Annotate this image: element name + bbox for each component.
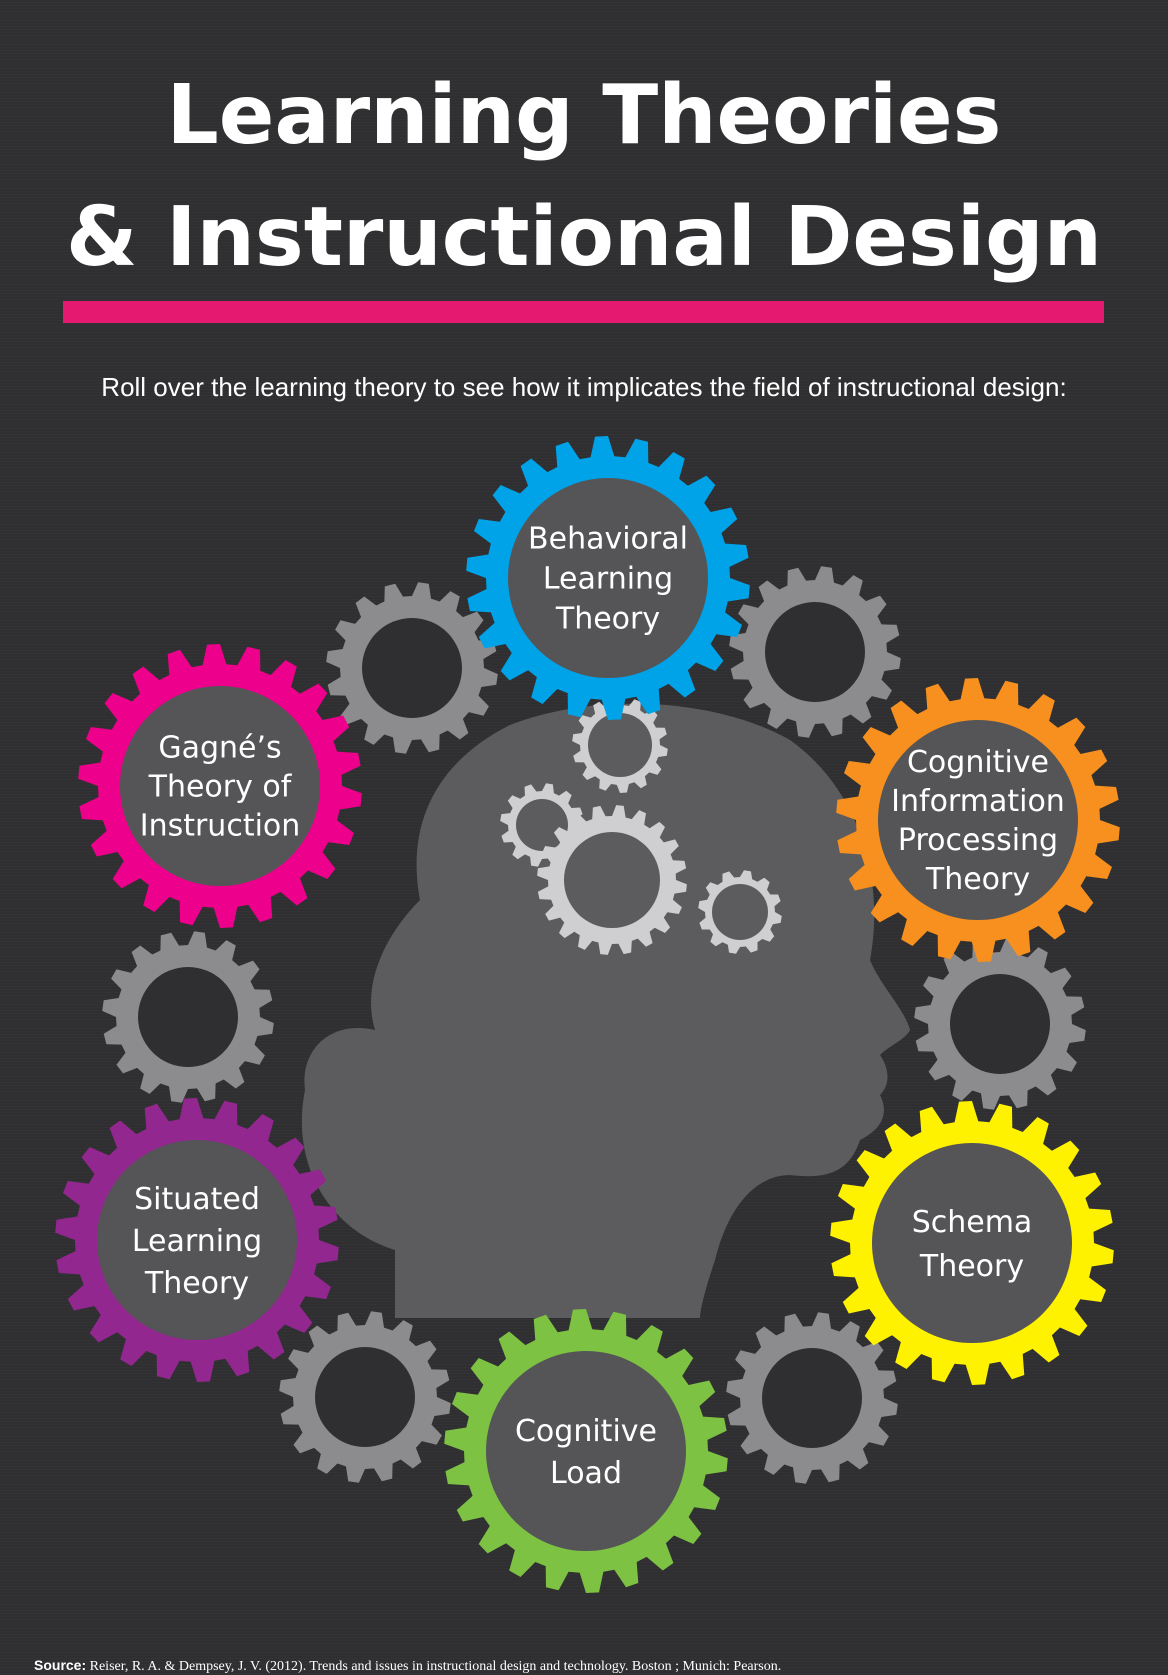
theory-gear-schema-hub [872,1143,1072,1343]
theory-label-line: Situated [134,1182,260,1217]
theory-label-line: Theory of [148,770,293,805]
connector-gears [102,566,1086,1484]
connector-gear-4 [914,938,1086,1110]
connector-gear-2 [729,566,901,738]
source-label: Source: [34,1657,87,1673]
head-gear-1 [572,697,668,793]
instructions-text: Roll over the learning theory to see how… [101,372,1067,402]
theory-label-line: Learning [132,1224,262,1259]
connector-gear-1 [326,582,498,754]
head-gear-4 [698,870,782,954]
connector-gear-5 [279,1311,451,1483]
theory-label-line: Processing [898,823,1058,858]
source-text: Reiser, R. A. & Dempsey, J. V. (2012). T… [89,1659,782,1674]
theory-label-line: Information [891,784,1065,819]
head-gear-2-hub [516,799,568,851]
head-gears [500,697,782,955]
theory-label-line: Schema [912,1205,1033,1240]
head-gear-3-hub [564,832,660,928]
connector-gear-2-hub [765,602,865,702]
head-silhouette [301,703,910,1318]
theory-label-line: Theory [919,1249,1024,1284]
theory-gear-gagne-hub [120,686,320,886]
head-gear-4-hub [712,884,768,940]
theory-label-line: Behavioral [528,522,688,557]
head-gear-3 [537,805,687,955]
theory-label-line: Theory [925,862,1030,897]
theory-label-line: Cognitive [907,745,1049,780]
connector-gear-5-hub [315,1347,415,1447]
connector-gear-6 [726,1312,898,1484]
theory-gear-behavioral-hub [508,478,708,678]
theory-label-line: Learning [543,562,673,597]
connector-gear-3 [102,931,274,1103]
connector-gear-1-hub [362,618,462,718]
head-gear-1-hub [588,713,652,777]
theory-label-line: Theory [144,1266,249,1301]
theory-label-line: Gagné’s [158,731,281,766]
theory-gear-situated-hub [97,1140,297,1340]
source-citation: Source: Reiser, R. A. & Dempsey, J. V. (… [34,1657,781,1675]
theory-gear-cognitive-load-hub [486,1351,686,1551]
title-line-1: Learning Theories [166,68,1002,163]
theory-label-line: Instruction [140,809,301,844]
theory-label-line: Cognitive [515,1414,657,1449]
connector-gear-6-hub [762,1348,862,1448]
title-line-2: & Instructional Design [65,190,1103,285]
connector-gear-3-hub [138,967,238,1067]
theory-label-line: Load [550,1456,622,1491]
theory-label-line: Theory [555,602,660,637]
connector-gear-4-hub [950,974,1050,1074]
title-underline [63,301,1104,323]
theory-gear-cognitive-info-hub [878,720,1078,920]
